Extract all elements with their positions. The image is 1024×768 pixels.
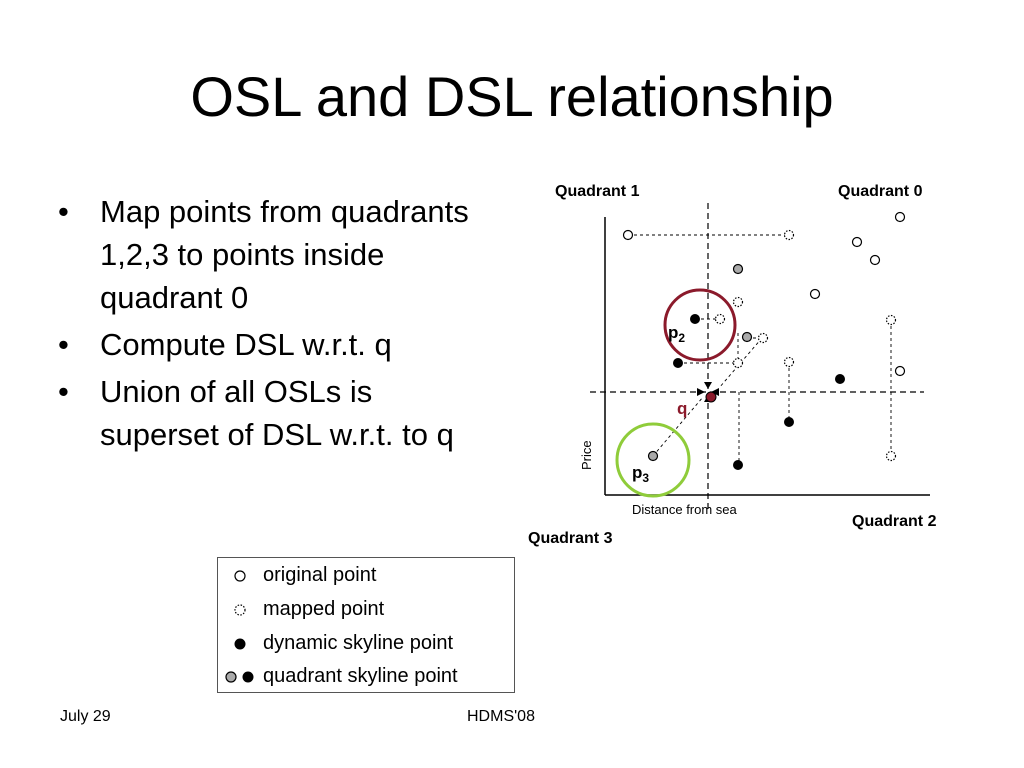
q-point [705, 391, 717, 403]
p3-label: p3 [632, 463, 649, 485]
quadrant-2-label: Quadrant 2 [852, 513, 937, 530]
p2-highlight-circle [663, 288, 737, 362]
legend-item-original: original point [218, 560, 514, 590]
bullet-dot: • [58, 194, 69, 229]
quadrant-0-label: Quadrant 0 [838, 183, 923, 200]
mapped-points [714, 229, 897, 462]
legend: original point mapped point dynamic skyl… [217, 557, 515, 693]
quadrant-3-label: Quadrant 3 [528, 530, 613, 547]
p2-label: p2 [668, 323, 685, 345]
bullet-list: • Map points from quadrants 1,2,3 to poin… [58, 190, 498, 460]
dotted-circle-icon [234, 604, 246, 616]
open-circle-icon [234, 570, 246, 582]
original-points [622, 211, 906, 377]
legend-label: original point [263, 564, 377, 586]
y-axis-label: Price [579, 440, 594, 470]
legend-item-dynamic-skyline: dynamic skyline point [218, 628, 514, 658]
quadrant-skyline-gray-points [647, 263, 753, 462]
bullet-text: Compute DSL w.r.t. q [100, 327, 392, 362]
slide-title: OSL and DSL relationship [190, 65, 834, 128]
legend-label: mapped point [263, 598, 385, 620]
dynamic-skyline-points [673, 314, 845, 470]
bullet-item: • Union of all OSLs is superset of DSL w.… [58, 370, 498, 456]
legend-item-mapped: mapped point [218, 594, 514, 624]
mapping-lines [628, 234, 892, 465]
quadrant-1-label: Quadrant 1 [555, 183, 640, 200]
legend-item-quadrant-skyline: quadrant skyline point [218, 661, 514, 691]
bullet-dot: • [58, 327, 69, 362]
bullet-text: Map points from quadrants 1,2,3 to point… [100, 194, 469, 315]
x-axis-label: Distance from sea [632, 502, 738, 517]
bullet-item: • Compute DSL w.r.t. q [58, 323, 498, 366]
p3-highlight-circle [615, 422, 691, 498]
filled-circle-icon [234, 638, 246, 650]
bullet-item: • Map points from quadrants 1,2,3 to poin… [58, 190, 498, 319]
q-label: q [677, 399, 687, 418]
bullet-text: Union of all OSLs is superset of DSL w.r… [100, 374, 454, 452]
legend-label: dynamic skyline point [263, 632, 454, 654]
quadrant-diagram: Quadrant 1 Quadrant 0 Quadrant 2 Quadran… [528, 183, 937, 547]
legend-label: quadrant skyline point [263, 665, 458, 687]
gray-and-filled-circle-icon [225, 671, 254, 683]
footer-date: July 29 [60, 708, 111, 725]
bullet-dot: • [58, 374, 69, 409]
footer-conference: HDMS'08 [467, 708, 535, 725]
